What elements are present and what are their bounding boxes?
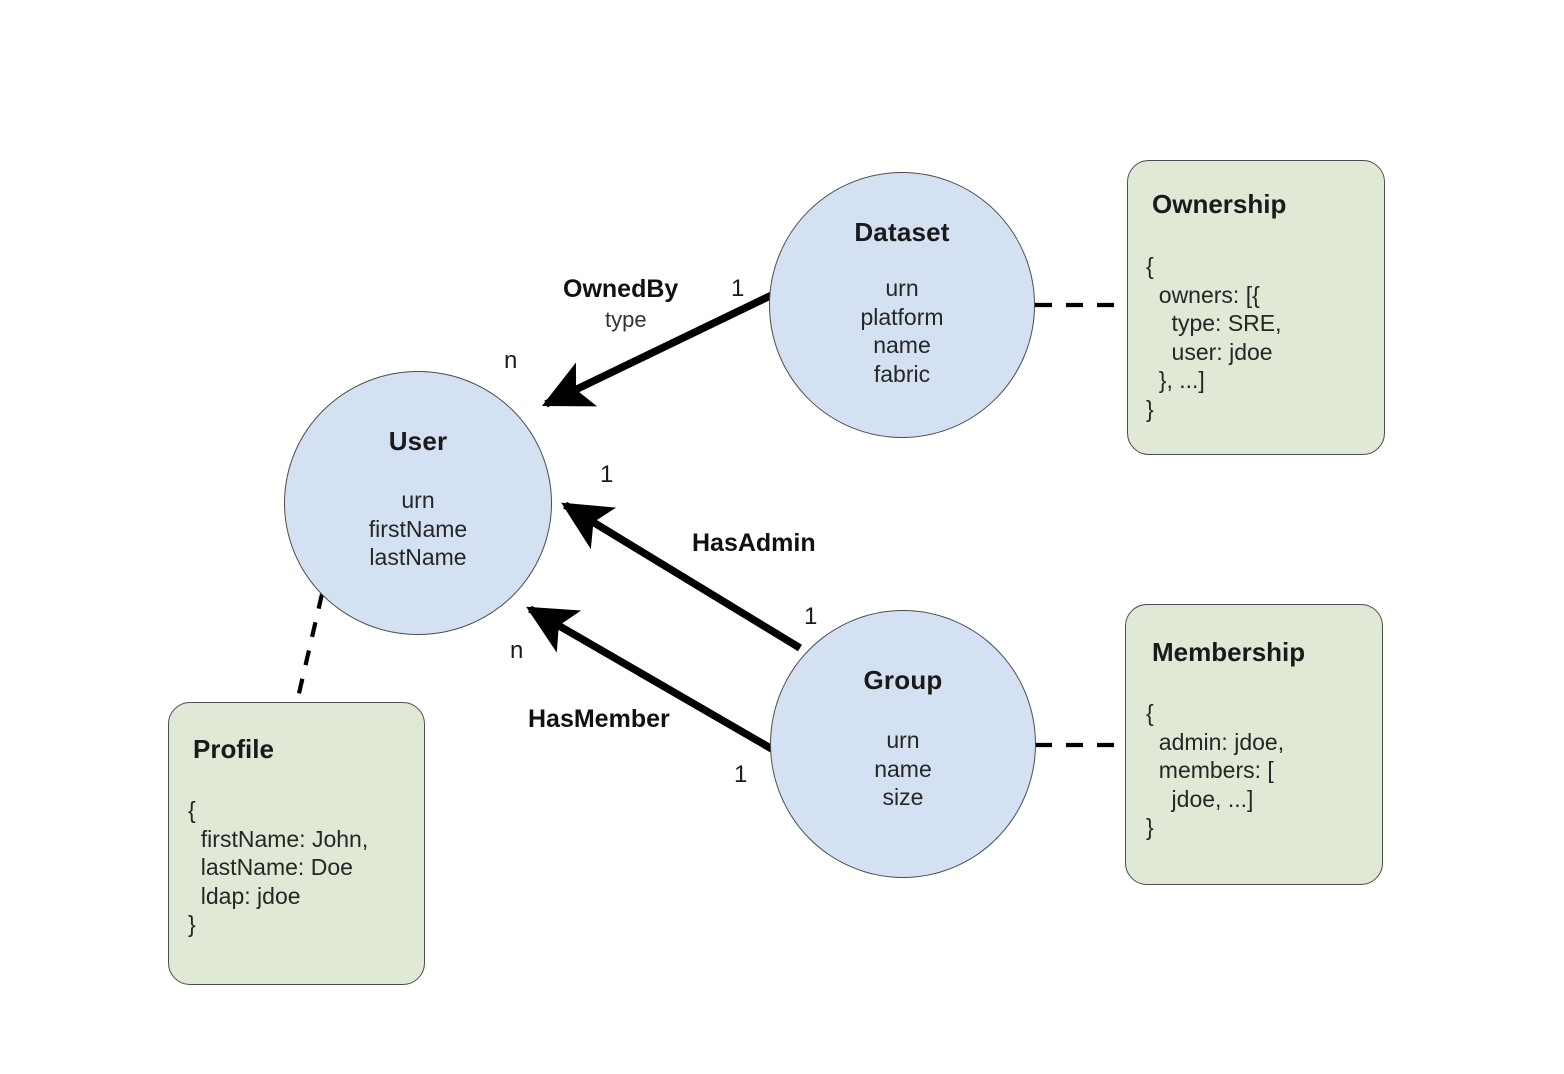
assoc-user-profile	[294, 593, 325, 703]
edge-label-hasadmin: HasAdmin	[692, 529, 816, 557]
edge-cardinality-ownedby-target: n	[504, 347, 518, 374]
edge-hasmember	[526, 605, 786, 760]
attribute: name	[874, 755, 932, 782]
attribute: fabric	[873, 360, 931, 387]
attribute: urn	[886, 727, 920, 753]
aspect-membership-body: { admin: jdoe, members: [ jdoe, ...] }	[1146, 700, 1285, 840]
edge-cardinality-hasmember-target: n	[510, 637, 524, 664]
aspect-ownership-title: Ownership	[1152, 189, 1287, 219]
entity-user[interactable]: User urn firstName lastName	[284, 371, 552, 635]
aspect-profile[interactable]	[168, 702, 425, 985]
aspect-profile-title: Profile	[193, 734, 274, 764]
attribute: firstName	[368, 515, 468, 542]
edge-hasadmin	[561, 501, 802, 652]
attribute: size	[882, 784, 924, 810]
aspect-profile-body: { firstName: John, lastName: Doe ldap: j…	[188, 797, 369, 937]
edge-cardinality-hasmember-source: 1	[734, 761, 748, 788]
edge-label-ownedby: OwnedBy	[563, 275, 679, 303]
edge-ownedby	[541, 290, 776, 408]
aspect-ownership-body: { owners: [{ type: SRE, user: jdoe }, ..…	[1146, 253, 1282, 422]
edge-cardinality-hasadmin-source: 1	[804, 603, 818, 630]
attribute: urn	[401, 487, 435, 513]
edge-sublabel-ownedby-type: type	[605, 307, 647, 332]
entity-dataset-title: Dataset	[854, 217, 950, 247]
aspect-ownership[interactable]	[1127, 160, 1385, 455]
entity-dataset[interactable]: Dataset urn platform name fabric	[769, 172, 1035, 438]
entity-group-title: Group	[863, 665, 943, 695]
attribute: name	[873, 332, 931, 358]
aspect-membership[interactable]	[1125, 604, 1383, 885]
entity-group-attributes: urn name size	[874, 726, 932, 812]
aspect-membership-title: Membership	[1152, 637, 1306, 667]
edge-label-hasmember: HasMember	[528, 705, 670, 733]
entity-dataset-attributes: urn platform name fabric	[860, 274, 943, 388]
entity-user-attributes: urn firstName lastName	[369, 486, 467, 572]
attribute: lastName	[369, 544, 467, 570]
entity-group[interactable]: Group urn name size	[770, 610, 1036, 878]
entity-user-title: User	[388, 426, 448, 456]
attribute: platform	[860, 303, 944, 330]
edge-cardinality-ownedby-source: 1	[731, 275, 745, 302]
attribute: urn	[885, 275, 919, 301]
edge-cardinality-hasadmin-target: 1	[600, 461, 614, 488]
